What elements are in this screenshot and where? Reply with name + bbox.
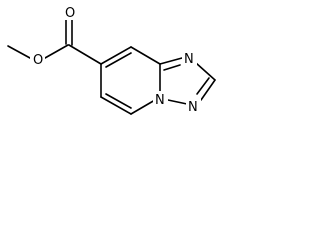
bond-triazole-c-n-bottom-inner bbox=[196, 77, 210, 95]
bond-triazole-c8a-n-top-inner bbox=[163, 64, 181, 71]
atom-nitrogen-bridge: N bbox=[155, 93, 165, 108]
bond-ring-c8-c8a bbox=[130, 46, 161, 65]
bond-carbonyl-ring bbox=[68, 44, 102, 65]
bond-triazole-n-bottom-n-bridge bbox=[167, 99, 188, 105]
chemical-structure-diagram: O O N N N bbox=[7, 4, 216, 115]
bond-ring-n1-c5 bbox=[130, 99, 156, 115]
bond-ring-c5-c6-inner bbox=[105, 93, 132, 109]
atom-carbonyl-oxygen: O bbox=[65, 6, 75, 21]
bond-ring-c5-c6 bbox=[100, 96, 132, 115]
atom-nitrogen-bottom: N bbox=[188, 100, 198, 115]
bond-ring-c7-c8-inner bbox=[105, 52, 132, 68]
bond-ring-c7-c8 bbox=[100, 46, 132, 65]
bond-triazole-n-top-c bbox=[195, 62, 216, 81]
bond-triazole-c8a-n-top bbox=[159, 57, 183, 65]
bond-ester-oxygen-carbonyl bbox=[44, 44, 69, 59]
bond-triazole-c-n-bottom bbox=[200, 79, 216, 101]
bond-methyl-ester-oxygen bbox=[7, 45, 31, 59]
atom-ester-oxygen: O bbox=[33, 53, 43, 68]
atom-nitrogen-top: N bbox=[184, 52, 194, 67]
